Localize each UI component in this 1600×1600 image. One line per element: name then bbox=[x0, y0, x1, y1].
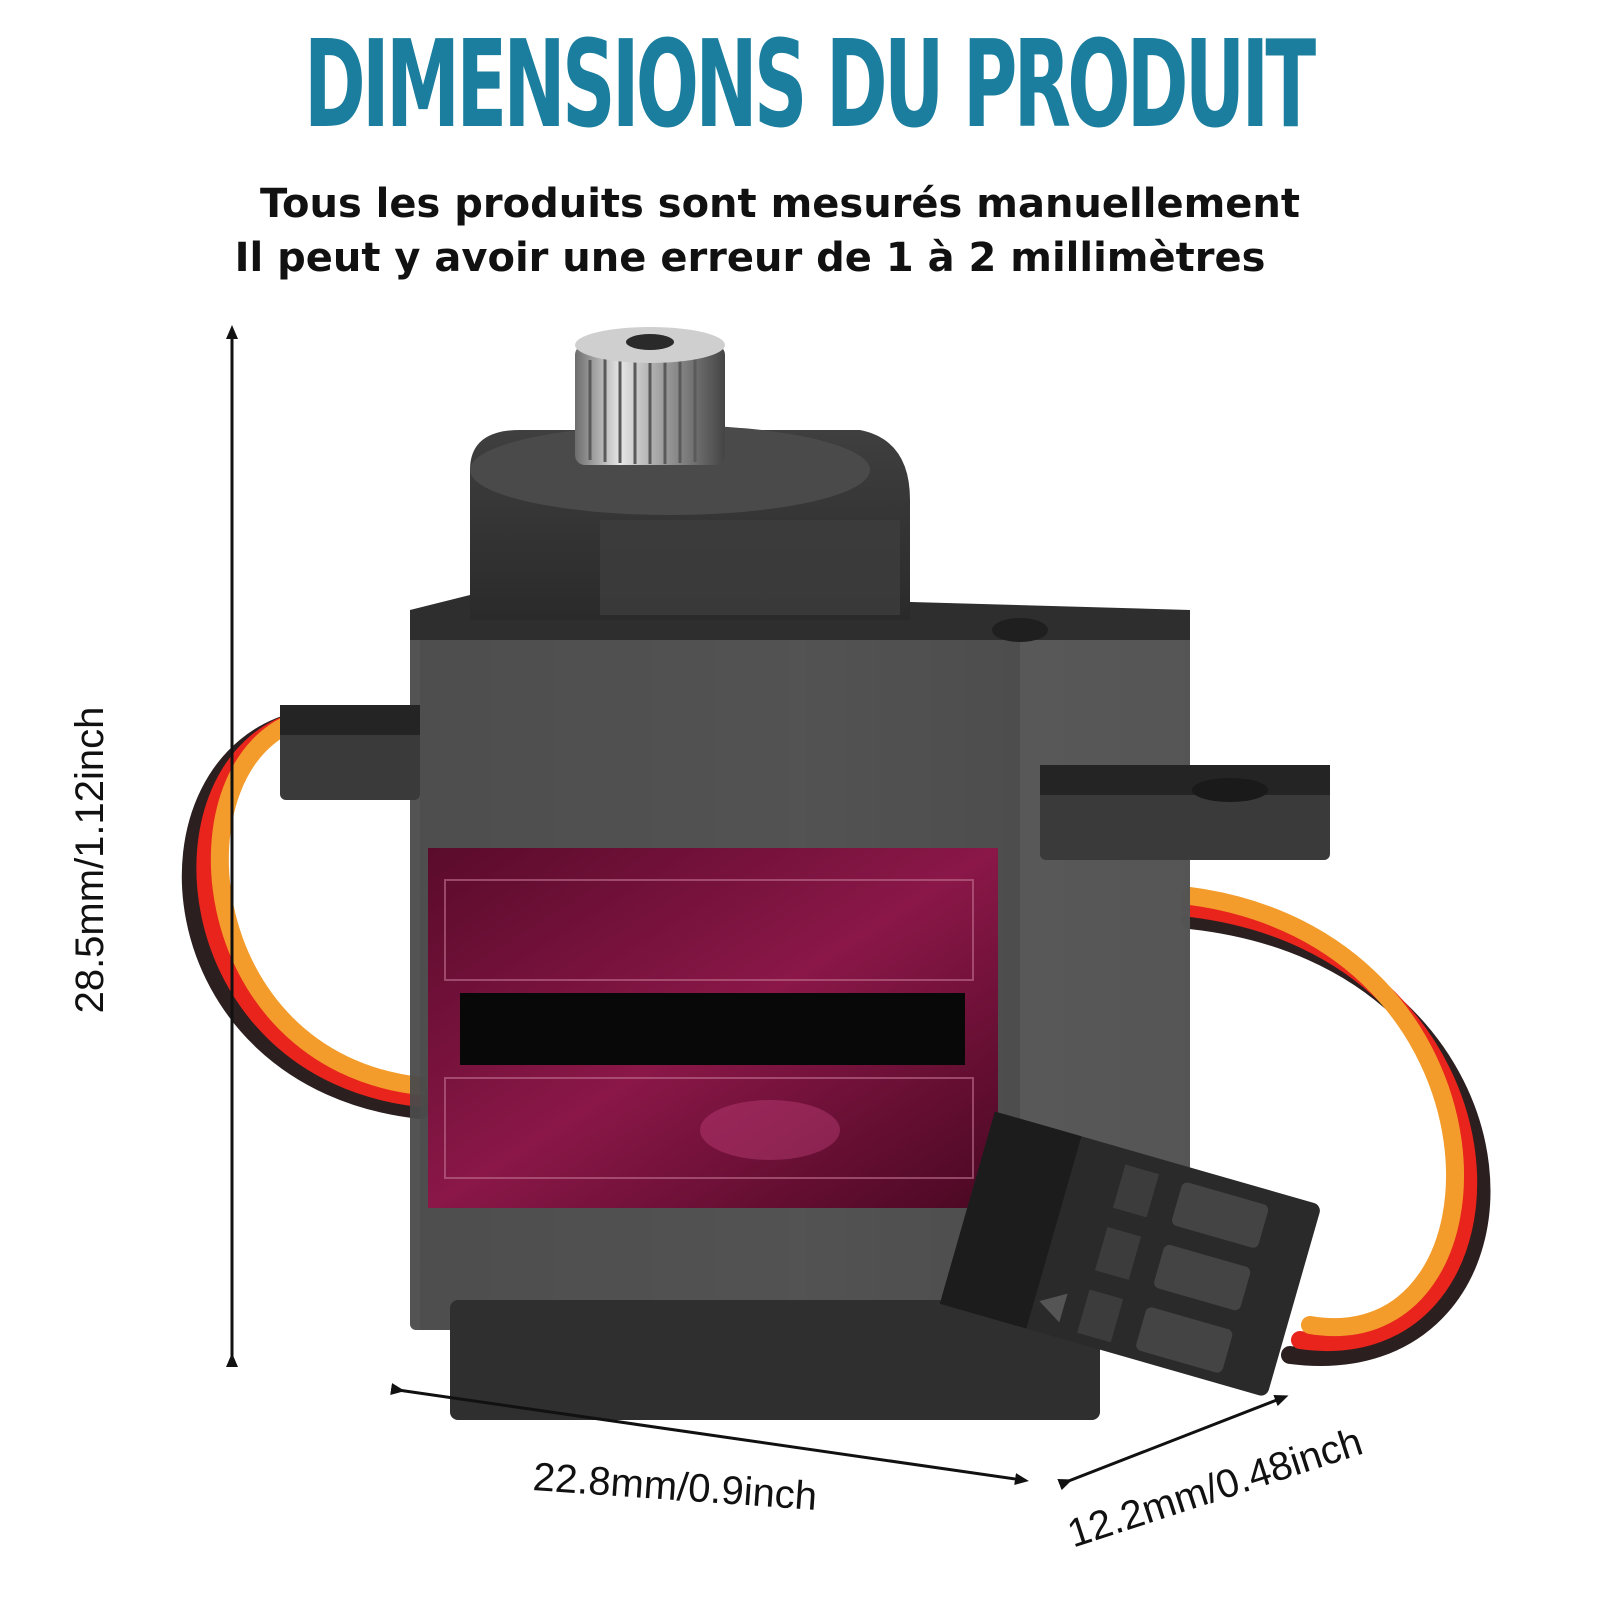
measurement-note-line-2: Il peut y avoir une erreur de 1 à 2 mill… bbox=[234, 235, 1266, 281]
servo-label bbox=[428, 848, 998, 1208]
servo-top-housing bbox=[470, 425, 1048, 642]
dimension-arrows bbox=[226, 325, 1289, 1491]
output-gear-icon bbox=[575, 327, 725, 465]
page-title: DIMENSIONS DU PRODUIT bbox=[304, 16, 1316, 155]
measurement-note-line-1: Tous les produits sont mesurés manuellem… bbox=[260, 181, 1300, 227]
wire-connector bbox=[939, 1111, 1320, 1396]
width-arrow bbox=[390, 1383, 1029, 1485]
servo-wires bbox=[181, 711, 1491, 1366]
depth-arrow bbox=[1057, 1394, 1289, 1491]
height-dimension-label: 28.5mm/1.12inch bbox=[68, 706, 112, 1014]
